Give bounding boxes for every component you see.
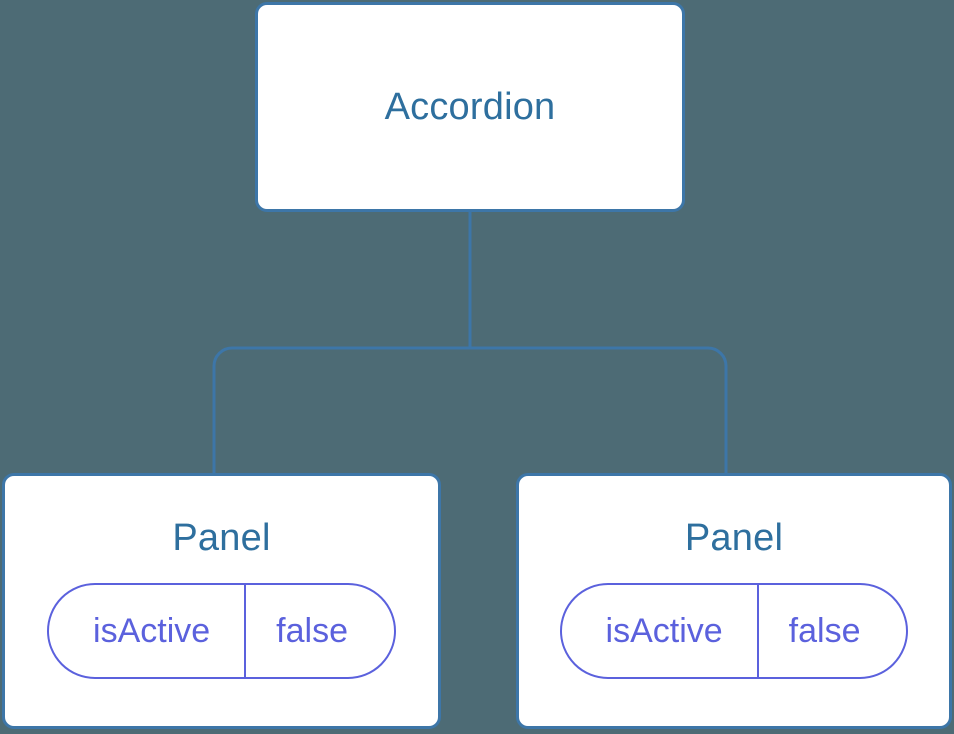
- node-panel-right[interactable]: Panel isActive false: [516, 473, 952, 729]
- node-accordion[interactable]: Accordion: [255, 2, 685, 212]
- node-panel-right-title: Panel: [684, 517, 784, 559]
- prop-pill-panel-right[interactable]: isActive false: [559, 583, 909, 679]
- prop-key-isactive: isActive: [605, 612, 723, 650]
- prop-key-isactive: isActive: [93, 612, 211, 650]
- prop-pill-panel-left[interactable]: isActive false: [47, 583, 396, 679]
- node-panel-left-content: Panel isActive false: [5, 519, 438, 679]
- edge-to-panel-right: [470, 346, 728, 478]
- node-panel-left-title: Panel: [172, 517, 271, 559]
- edge-to-panel-left: [212, 346, 470, 478]
- node-panel-left[interactable]: Panel isActive false: [2, 473, 441, 729]
- node-accordion-title: Accordion: [384, 86, 556, 128]
- node-panel-right-content: Panel isActive false: [519, 519, 949, 679]
- prop-value-isactive: false: [756, 585, 907, 677]
- prop-value-isactive: false: [244, 585, 394, 677]
